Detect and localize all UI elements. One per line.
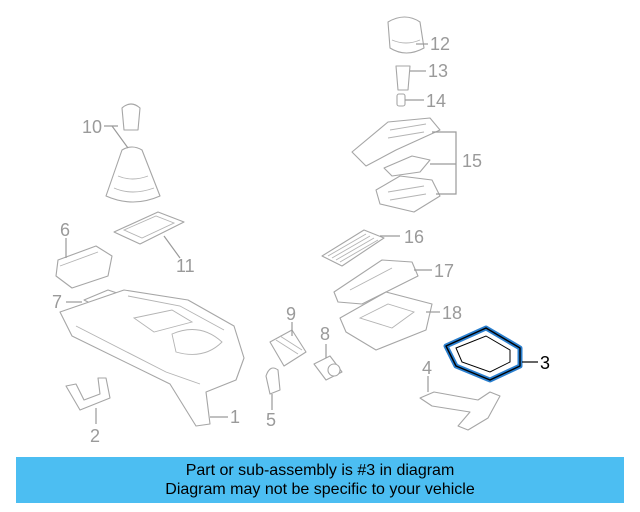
- leader-11: [163, 235, 181, 259]
- callout-4[interactable]: 4: [422, 358, 432, 378]
- part-14-clip[interactable]: [396, 93, 406, 107]
- banner-line-disclaimer: Diagram may not be specific to your vehi…: [165, 481, 475, 498]
- part-5-clip[interactable]: [265, 367, 281, 395]
- part-18-bracket-frame[interactable]: [339, 291, 433, 351]
- callout-18[interactable]: 18: [442, 303, 462, 323]
- part-12-shift-knob[interactable]: [387, 16, 425, 54]
- callout-12[interactable]: 12: [430, 34, 450, 54]
- callout-14[interactable]: 14: [426, 91, 446, 111]
- banner-line-part: Part or sub-assembly is #3 in diagram: [185, 462, 455, 479]
- callout-17[interactable]: 17: [434, 261, 454, 281]
- callout-7[interactable]: 7: [52, 292, 62, 312]
- part-16-grille[interactable]: [321, 229, 385, 267]
- part-17-panel[interactable]: [333, 259, 419, 305]
- part-8-lighter[interactable]: [313, 355, 343, 381]
- part-4-handle[interactable]: [419, 391, 501, 431]
- part-10-knob-and-boot[interactable]: [105, 103, 161, 203]
- callout-5[interactable]: 5: [266, 410, 276, 430]
- part-2-bracket[interactable]: [65, 377, 111, 411]
- callout-2[interactable]: 2: [90, 426, 100, 446]
- info-banner: Part or sub-assembly is #3 in diagram Di…: [16, 457, 624, 503]
- leader-10: [104, 125, 129, 149]
- callout-16[interactable]: 16: [404, 227, 424, 247]
- callout-13[interactable]: 13: [428, 61, 448, 81]
- callout-1[interactable]: 1: [230, 407, 240, 427]
- callout-9[interactable]: 9: [286, 304, 296, 324]
- part-1-console[interactable]: [59, 289, 245, 427]
- parts-diagram: 12 13 14 15 10 11 6: [52, 16, 550, 446]
- callout-11[interactable]: 11: [176, 256, 195, 276]
- leader-15: [430, 131, 457, 195]
- callout-10[interactable]: 10: [82, 117, 102, 137]
- part-3-highlighted-gasket[interactable]: [443, 325, 523, 383]
- part-11-tray[interactable]: [113, 211, 185, 245]
- callout-3[interactable]: 3: [540, 353, 550, 373]
- part-6-armrest-lid[interactable]: [55, 245, 113, 289]
- callout-8[interactable]: 8: [320, 324, 330, 344]
- part-13-knob-sleeve[interactable]: [395, 65, 411, 91]
- callout-6[interactable]: 6: [60, 220, 70, 240]
- part-15-shifter-assembly[interactable]: [351, 117, 441, 213]
- callout-15[interactable]: 15: [462, 151, 482, 171]
- part-9-socket[interactable]: [269, 329, 307, 367]
